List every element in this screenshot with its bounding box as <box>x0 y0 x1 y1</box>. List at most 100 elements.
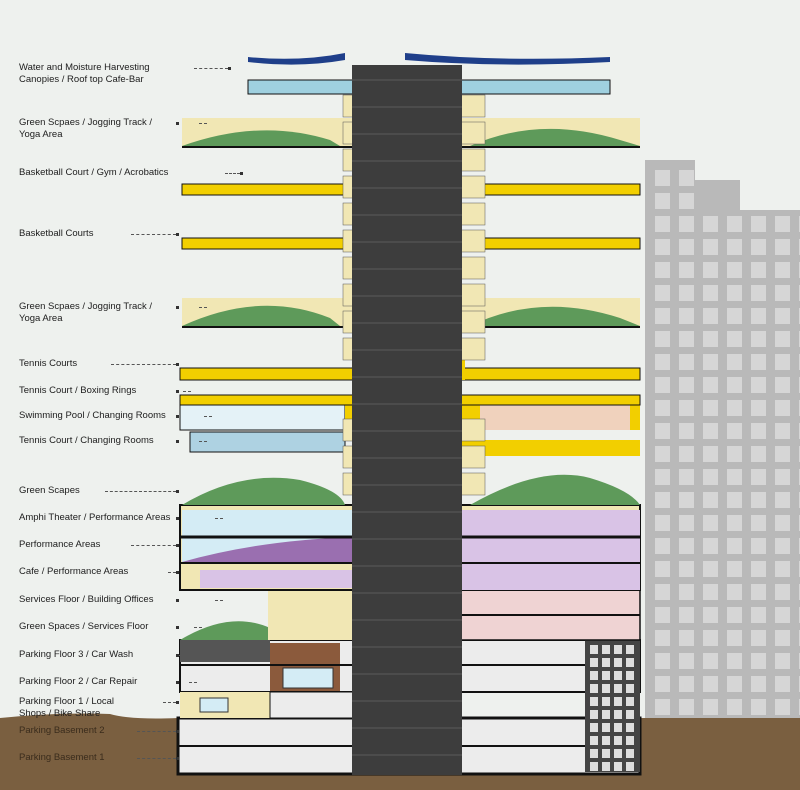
window <box>775 423 790 439</box>
window <box>626 684 634 693</box>
leader-line <box>136 758 176 759</box>
leader-line <box>214 600 223 601</box>
window <box>703 308 718 324</box>
floor-label: Parking Floor 2 / Car Repair <box>19 676 137 688</box>
window <box>602 645 610 654</box>
window <box>751 492 766 508</box>
window <box>751 285 766 301</box>
floor-label-line: Services Floor / Building Offices <box>19 594 154 605</box>
window <box>626 736 634 745</box>
window <box>679 446 694 462</box>
window <box>655 285 670 301</box>
window <box>614 749 622 758</box>
window <box>751 584 766 600</box>
window <box>655 446 670 462</box>
window <box>703 423 718 439</box>
floor-label: Basketball Courts <box>19 228 93 240</box>
leader-dot <box>176 544 179 547</box>
floor-label: Amphi Theater / Performance Areas <box>19 512 170 524</box>
window <box>614 671 622 680</box>
window <box>679 400 694 416</box>
window <box>751 446 766 462</box>
floor-label-line: Green Scapes <box>19 485 80 496</box>
floor-label-line: Basketball Courts <box>19 228 94 239</box>
window <box>703 354 718 370</box>
leader-line <box>188 682 197 683</box>
floor-label: Swimming Pool / Changing Rooms <box>19 410 166 422</box>
window <box>679 308 694 324</box>
window <box>751 561 766 577</box>
window <box>703 492 718 508</box>
window <box>626 697 634 706</box>
window <box>590 749 598 758</box>
leader-line <box>110 364 176 365</box>
leader-dot <box>176 654 179 657</box>
window <box>775 538 790 554</box>
window <box>679 423 694 439</box>
floor-label-line: Green Scpaes / Jogging Track / <box>19 301 153 312</box>
window <box>679 584 694 600</box>
floor-label-line: Green Spaces / Services Floor <box>19 621 149 632</box>
window <box>590 723 598 732</box>
window <box>727 377 742 393</box>
window <box>655 308 670 324</box>
leader-line <box>167 572 176 573</box>
leader-dot <box>240 172 243 175</box>
window <box>655 239 670 255</box>
green-scapes-floor <box>182 474 640 505</box>
window <box>679 699 694 715</box>
window <box>655 469 670 485</box>
window <box>703 446 718 462</box>
floor-label-line: Shops / Bike Share <box>19 708 101 719</box>
floor-label: Performance Areas <box>19 539 100 551</box>
window <box>679 469 694 485</box>
window <box>679 607 694 623</box>
floor-label: Green Scapes <box>19 485 80 497</box>
leader-dot <box>176 233 179 236</box>
window <box>751 423 766 439</box>
window <box>626 762 634 771</box>
window <box>727 538 742 554</box>
window <box>751 331 766 347</box>
window <box>727 216 742 232</box>
window <box>655 170 670 186</box>
window <box>775 239 790 255</box>
window <box>751 216 766 232</box>
window <box>679 285 694 301</box>
leader-line <box>131 234 176 235</box>
window <box>775 285 790 301</box>
window <box>602 762 610 771</box>
window <box>727 446 742 462</box>
window <box>703 239 718 255</box>
leader-line <box>183 391 192 392</box>
window <box>626 671 634 680</box>
floor-label-line: Tennis Court / Boxing Rings <box>19 385 137 396</box>
window <box>727 400 742 416</box>
window <box>679 331 694 347</box>
window <box>655 262 670 278</box>
window <box>751 354 766 370</box>
window <box>775 492 790 508</box>
window <box>751 538 766 554</box>
window <box>655 400 670 416</box>
window <box>727 331 742 347</box>
window <box>703 262 718 278</box>
window <box>751 400 766 416</box>
window <box>751 262 766 278</box>
window <box>727 515 742 531</box>
leader-dot <box>176 571 179 574</box>
window <box>703 584 718 600</box>
floor-label: Green Scpaes / Jogging Track /Yoga Area <box>19 301 152 325</box>
window <box>775 561 790 577</box>
window <box>703 469 718 485</box>
window <box>775 400 790 416</box>
window <box>751 377 766 393</box>
window <box>703 331 718 347</box>
window <box>590 684 598 693</box>
window <box>655 331 670 347</box>
window <box>679 515 694 531</box>
floor-label-line: Yoga Area <box>19 313 63 324</box>
leader-line <box>199 307 207 308</box>
window <box>590 658 598 667</box>
